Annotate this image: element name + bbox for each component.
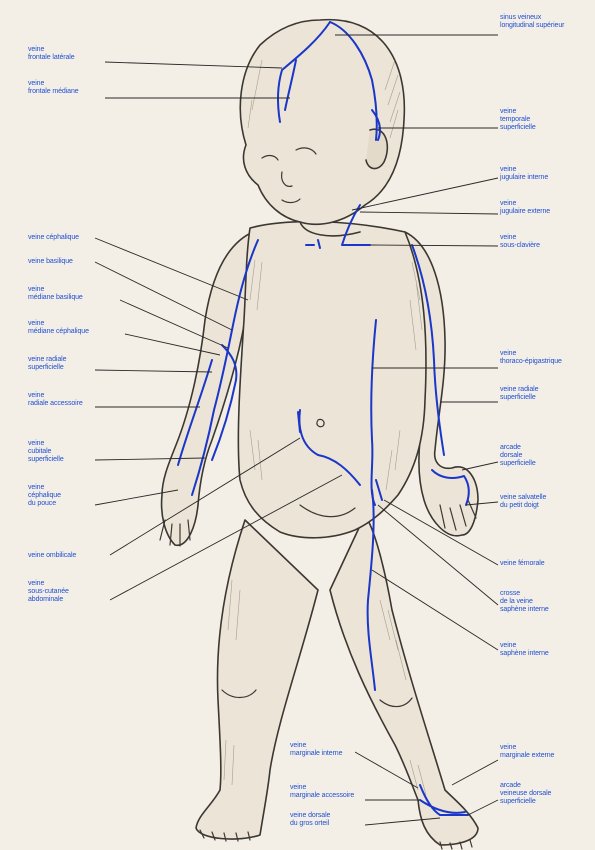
label-veine-sous-claviere: veine sous-clavière — [500, 234, 540, 250]
label-veine-mediane-cephalique: veine médiane céphalique — [28, 320, 89, 336]
label-veine-frontale-mediane: veine frontale médiane — [28, 80, 79, 96]
label-veine-temporale-superficielle: veine temporale superficielle — [500, 108, 536, 132]
label-arcade-veineuse-dorsale: arcade veineuse dorsale superficielle — [500, 782, 551, 806]
label-veine-frontale-laterale: veine frontale latérale — [28, 46, 75, 62]
label-veine-marginale-accessoire: veine marginale accessoire — [290, 784, 354, 800]
label-veine-marginale-externe: veine marginale externe — [500, 744, 554, 760]
label-veine-radiale-superficielle-right: veine radiale superficielle — [500, 386, 538, 402]
label-arcade-dorsale-superficielle: arcade dorsale superficielle — [500, 444, 536, 468]
head — [240, 20, 404, 225]
label-veine-ombilicale: veine ombilicale — [28, 552, 76, 560]
label-veine-saphene-interne: veine saphène interne — [500, 642, 549, 658]
label-veine-salvatelle: veine salvatelle du petit doigt — [500, 494, 546, 510]
label-veine-cubitale-superficielle: veine cubitale superficielle — [28, 440, 64, 464]
label-veine-marginale-interne: veine marginale interne — [290, 742, 342, 758]
torso — [238, 222, 426, 538]
label-veine-radiale-accessoire: veine radiale accessoire — [28, 392, 83, 408]
label-veine-femorale: veine fémorale — [500, 560, 545, 568]
label-veine-jugulaire-externe: veine jugulaire externe — [500, 200, 550, 216]
label-veine-dorsale-gros-orteil: veine dorsale du gros orteil — [290, 812, 330, 828]
label-veine-radiale-superficielle: veine radiale superficielle — [28, 356, 66, 372]
label-veine-cephalique-pouce: veine céphalique du pouce — [28, 484, 61, 508]
label-veine-sous-cutanee-abdominale: veine sous-cutanée abdominale — [28, 580, 69, 604]
label-crosse-veine-saphene: crosse de la veine saphène interne — [500, 590, 549, 614]
label-veine-jugulaire-interne: veine jugulaire interne — [500, 166, 548, 182]
label-veine-thoraco-epigastrique: veine thoraco-épigastrique — [500, 350, 562, 366]
label-sinus-veineux: sinus veineux longitudinal supérieur — [500, 14, 564, 30]
label-veine-cephalique: veine céphalique — [28, 234, 79, 242]
label-veine-mediane-basilique: veine médiane basilique — [28, 286, 83, 302]
label-veine-basilique: veine basilique — [28, 258, 73, 266]
